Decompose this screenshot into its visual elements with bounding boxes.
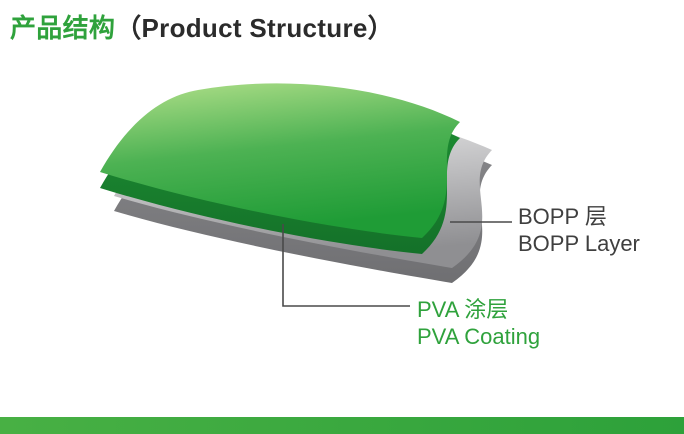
bopp-label-zh: BOPP 层 bbox=[518, 204, 607, 229]
page-title-en: （Product Structure） bbox=[115, 13, 394, 43]
pva-callout-line bbox=[282, 224, 410, 307]
bopp-layer-label: BOPP 层 BOPP Layer bbox=[518, 203, 640, 257]
footer-accent-bar bbox=[0, 417, 684, 434]
page-title-zh: 产品结构 bbox=[10, 13, 116, 43]
pva-coating-label: PVA 涂层 PVA Coating bbox=[417, 296, 540, 350]
pva-layer-top bbox=[100, 83, 460, 238]
page-title: 产品结构（Product Structure） bbox=[10, 8, 394, 45]
pva-label-zh: PVA 涂层 bbox=[417, 297, 509, 322]
pva-label-en: PVA Coating bbox=[417, 324, 541, 349]
bopp-label-en: BOPP Layer bbox=[518, 231, 640, 256]
